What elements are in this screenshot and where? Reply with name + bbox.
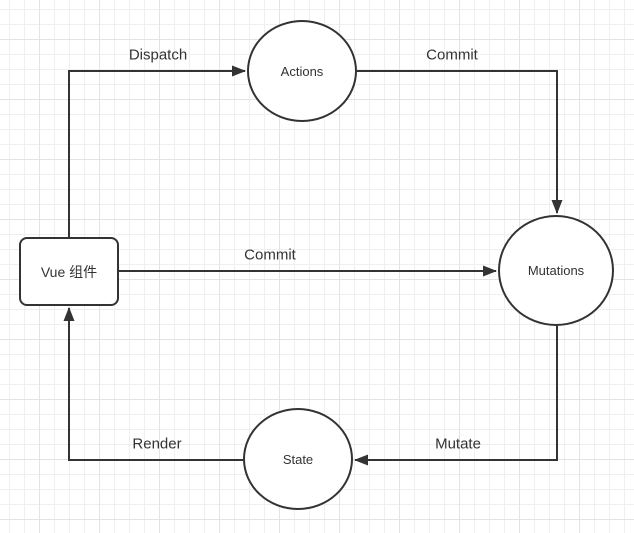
edge-label-commit-actions-mutations: Commit [426,46,478,64]
edge-label-mutate: Mutate [435,435,481,453]
node-actions-label: Actions [280,63,324,79]
node-mutations: Mutations [498,215,614,326]
edge-mutate [354,326,558,466]
edge-label-dispatch: Dispatch [128,46,188,64]
edge-dispatch [68,65,246,237]
node-vue-component-label: Vue 组件 [40,263,98,280]
node-mutations-label: Mutations [527,263,585,278]
node-actions: Actions [247,20,357,122]
node-vue-component: Vue 组件 [19,237,119,306]
edge-label-commit-vue-mutations: Commit [244,246,296,264]
node-state: State [243,408,353,510]
edge-label-render: Render [132,435,182,453]
edge-commit-top [357,70,563,214]
edge-render [63,307,243,461]
node-state-label: State [282,451,314,467]
